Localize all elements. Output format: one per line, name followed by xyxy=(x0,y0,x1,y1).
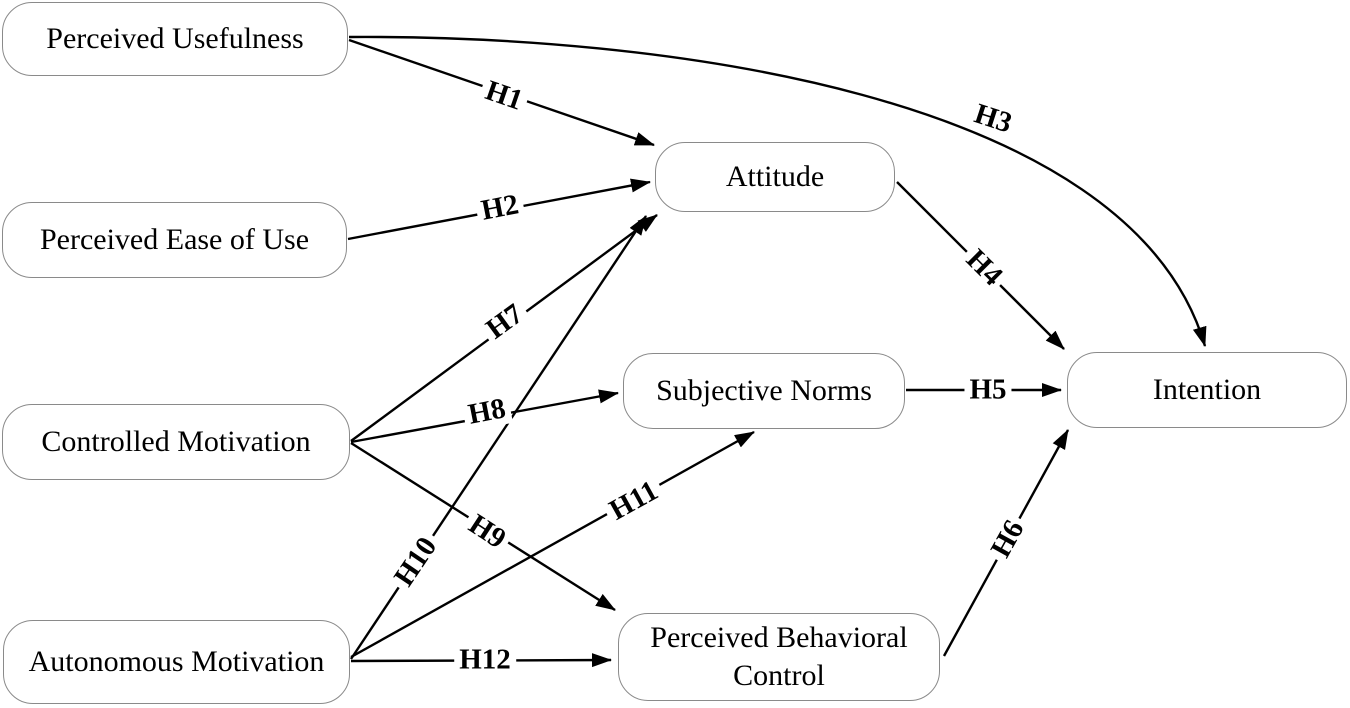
node-intention: Intention xyxy=(1067,352,1347,428)
edge-label-h9: H9 xyxy=(458,506,516,558)
node-perceived-usefulness: Perceived Usefulness xyxy=(2,2,348,76)
edge-label-h4: H4 xyxy=(956,240,1012,296)
node-label-intention: Intention xyxy=(1152,372,1262,406)
node-perceived-behavioral-control: Perceived Behavioral Control xyxy=(618,613,940,701)
edge-label-h7: H7 xyxy=(476,295,534,349)
node-subjective-norms: Subjective Norms xyxy=(623,353,905,429)
edge-label-h3: H3 xyxy=(965,96,1021,142)
node-label-perceived-usefulness: Perceived Usefulness xyxy=(46,21,304,55)
node-autonomous-motivation: Autonomous Motivation xyxy=(3,620,350,704)
node-controlled-motivation: Controlled Motivation xyxy=(2,404,350,480)
node-label-autonomous-motivation: Autonomous Motivation xyxy=(28,644,325,678)
edge-label-h1: H1 xyxy=(476,73,532,119)
edge-label-h2: H2 xyxy=(473,188,527,228)
edge-label-h11: H11 xyxy=(600,472,668,530)
node-label-controlled-motivation: Controlled Motivation xyxy=(41,424,311,458)
node-label-perceived-ease-of-use: Perceived Ease of Use xyxy=(39,222,310,256)
edge-label-h12: H12 xyxy=(454,644,516,676)
node-label-subjective-norms: Subjective Norms xyxy=(656,373,872,407)
node-attitude: Attitude xyxy=(655,142,895,212)
node-label-perceived-behavioral-control: Perceived Behavioral Control xyxy=(650,620,908,692)
node-perceived-ease-of-use: Perceived Ease of Use xyxy=(2,202,347,278)
edge-h10-arrow xyxy=(350,215,647,660)
edge-label-h8: H8 xyxy=(460,392,514,432)
edge-label-h10: H10 xyxy=(385,527,447,597)
edge-label-h5: H5 xyxy=(964,374,1012,406)
node-label-attitude: Attitude xyxy=(725,159,825,193)
edge-label-h6: H6 xyxy=(983,510,1033,568)
